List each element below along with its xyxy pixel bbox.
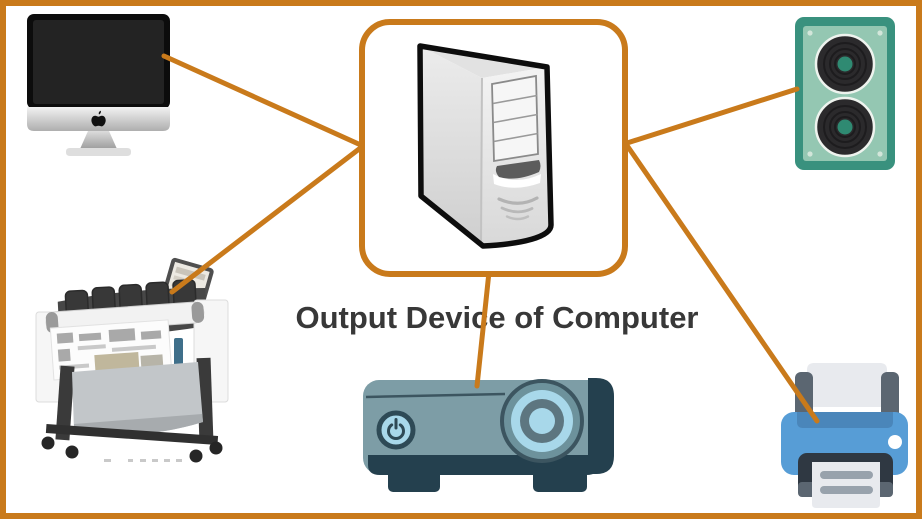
connector-system-unit-monitor <box>161 53 366 149</box>
apple-logo-icon <box>91 110 106 127</box>
drive-slot <box>493 160 541 188</box>
connector-system-unit-projector <box>474 269 492 389</box>
plotter-paper <box>49 319 173 381</box>
printer-paper-out <box>812 462 880 508</box>
monitor-base <box>66 148 131 156</box>
projector-icon <box>363 378 614 492</box>
connector-lines <box>161 53 820 424</box>
diagram-title: Output Device of Computer <box>295 300 698 335</box>
printer-icon <box>781 363 908 508</box>
monitor-icon <box>27 14 170 156</box>
connector-system-unit-speaker <box>621 86 800 147</box>
connector-system-unit-printer <box>623 141 820 424</box>
monitor-stand <box>80 131 117 149</box>
system-unit-icon <box>417 43 554 249</box>
printer-paper-in <box>807 363 887 407</box>
plotter-icon <box>35 257 229 463</box>
connector-system-unit-plotter <box>169 143 366 295</box>
plotter-stand <box>41 357 223 463</box>
speaker-icon <box>795 17 895 170</box>
printer-button <box>888 435 902 449</box>
drive-bays <box>491 74 539 163</box>
projector-lens <box>500 379 584 463</box>
vents <box>497 196 539 221</box>
power-button-icon <box>376 410 416 450</box>
speaker-driver-top <box>814 33 876 95</box>
center-box <box>359 19 628 277</box>
speaker-driver-bottom <box>814 96 876 158</box>
